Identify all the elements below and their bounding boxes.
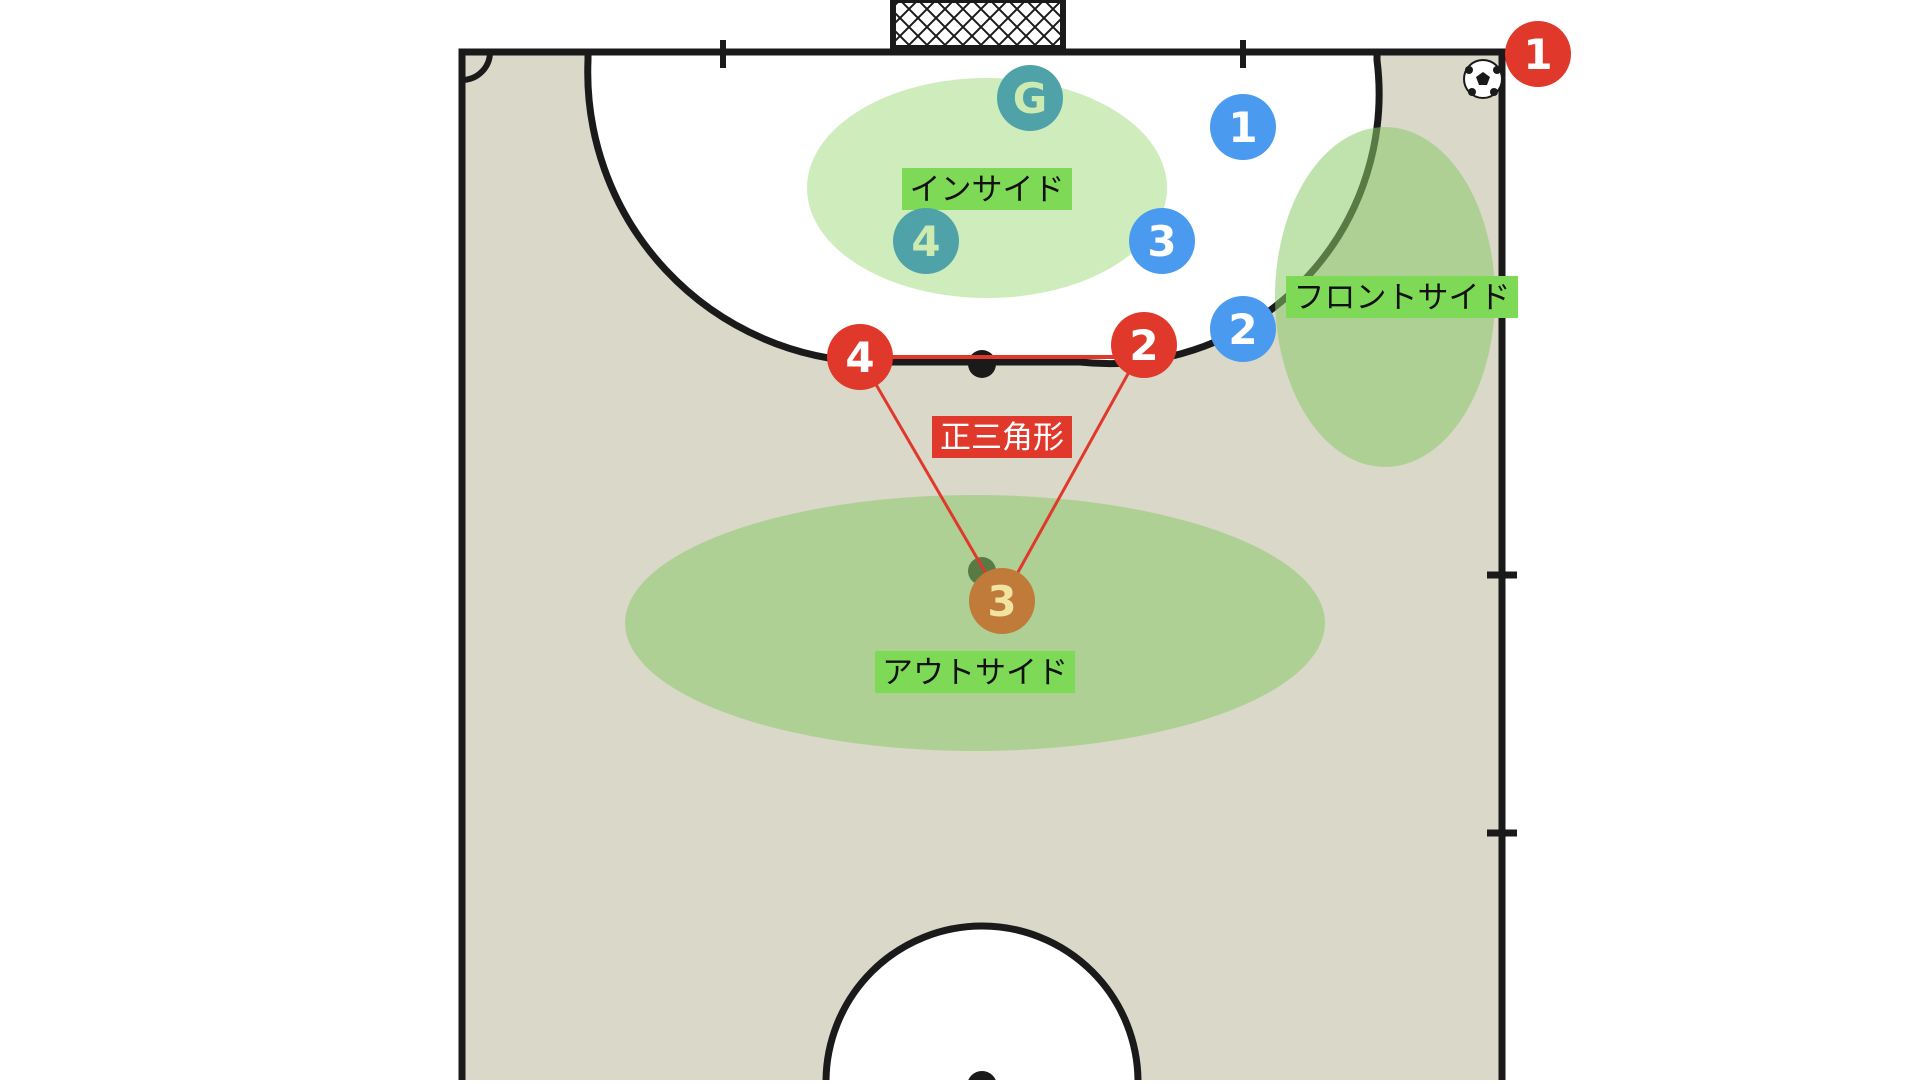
svg-text:4: 4 <box>911 217 940 266</box>
goalkeeper: G <box>997 65 1063 131</box>
svg-text:1: 1 <box>1228 103 1257 152</box>
svg-text:3: 3 <box>987 577 1016 626</box>
center-circle <box>826 926 1138 1084</box>
triangle-edge <box>858 356 1004 602</box>
attack-players: 1 2 4 3 <box>827 21 1571 634</box>
equilateral-triangle <box>858 344 1146 602</box>
svg-text:3: 3 <box>1147 217 1176 266</box>
defender-2: 2 <box>1210 296 1276 362</box>
zone-labels: インサイド フロントサイド アウトサイド 正三角形 <box>875 168 1518 693</box>
corner-arc <box>461 51 493 83</box>
svg-text:2: 2 <box>1129 321 1158 370</box>
ball-icon <box>1463 59 1503 99</box>
svg-text:4: 4 <box>845 333 874 382</box>
attacker-4: 4 <box>827 324 893 390</box>
center-circle-line <box>822 922 1142 1084</box>
svg-text:1: 1 <box>1523 30 1552 79</box>
svg-text:2: 2 <box>1228 305 1257 354</box>
defender-3: 3 <box>1129 208 1195 274</box>
triangle-edge <box>1000 344 1146 602</box>
triangle-tag-bg <box>932 416 1072 458</box>
attacker-3: 3 <box>969 568 1035 634</box>
court-boundary <box>458 48 1506 1084</box>
outside-zone <box>625 495 1325 751</box>
outside-label: アウトサイド <box>882 655 1068 691</box>
inside-tag-bg <box>902 168 1072 210</box>
svg-text:G: G <box>1013 74 1047 123</box>
outside-tag-bg <box>875 651 1075 693</box>
frontside-label: フロントサイド <box>1294 280 1511 316</box>
defense-players: 1 3 2 G 4 <box>893 65 1276 362</box>
defender-4: 4 <box>893 208 959 274</box>
triangle-label: 正三角形 <box>940 420 1064 456</box>
attacker-1: 1 <box>1505 21 1571 87</box>
attacker-2: 2 <box>1111 312 1177 378</box>
penalty-spot <box>968 350 996 378</box>
inside-label: インサイド <box>910 172 1065 208</box>
frontside-tag-bg <box>1286 276 1518 318</box>
goal-net <box>890 0 1066 51</box>
defender-1: 1 <box>1210 94 1276 160</box>
